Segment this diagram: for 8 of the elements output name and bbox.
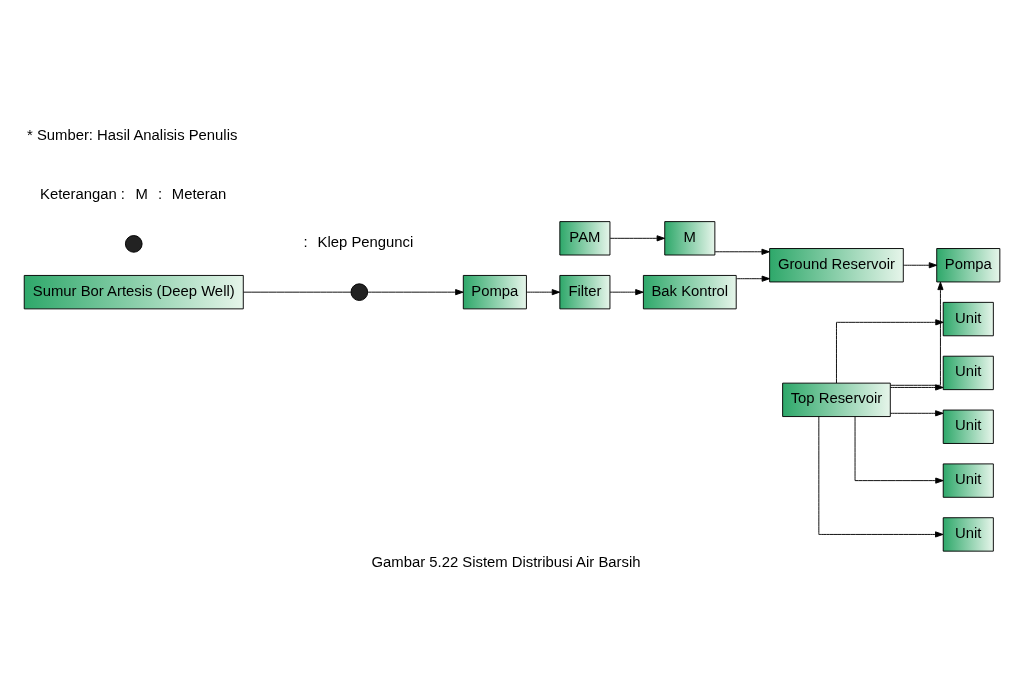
label: : (157, 186, 163, 203)
label: Meteran (171, 186, 227, 203)
label: Klep Pengunci (317, 234, 414, 251)
label: Keterangan : (40, 186, 126, 203)
label: : (303, 234, 308, 251)
label: M (135, 186, 148, 203)
label: * Sumber: Hasil Analisis Penulis (27, 126, 238, 143)
caption: Gambar 5.22 Sistem Distribusi Air Barsih (371, 553, 641, 570)
